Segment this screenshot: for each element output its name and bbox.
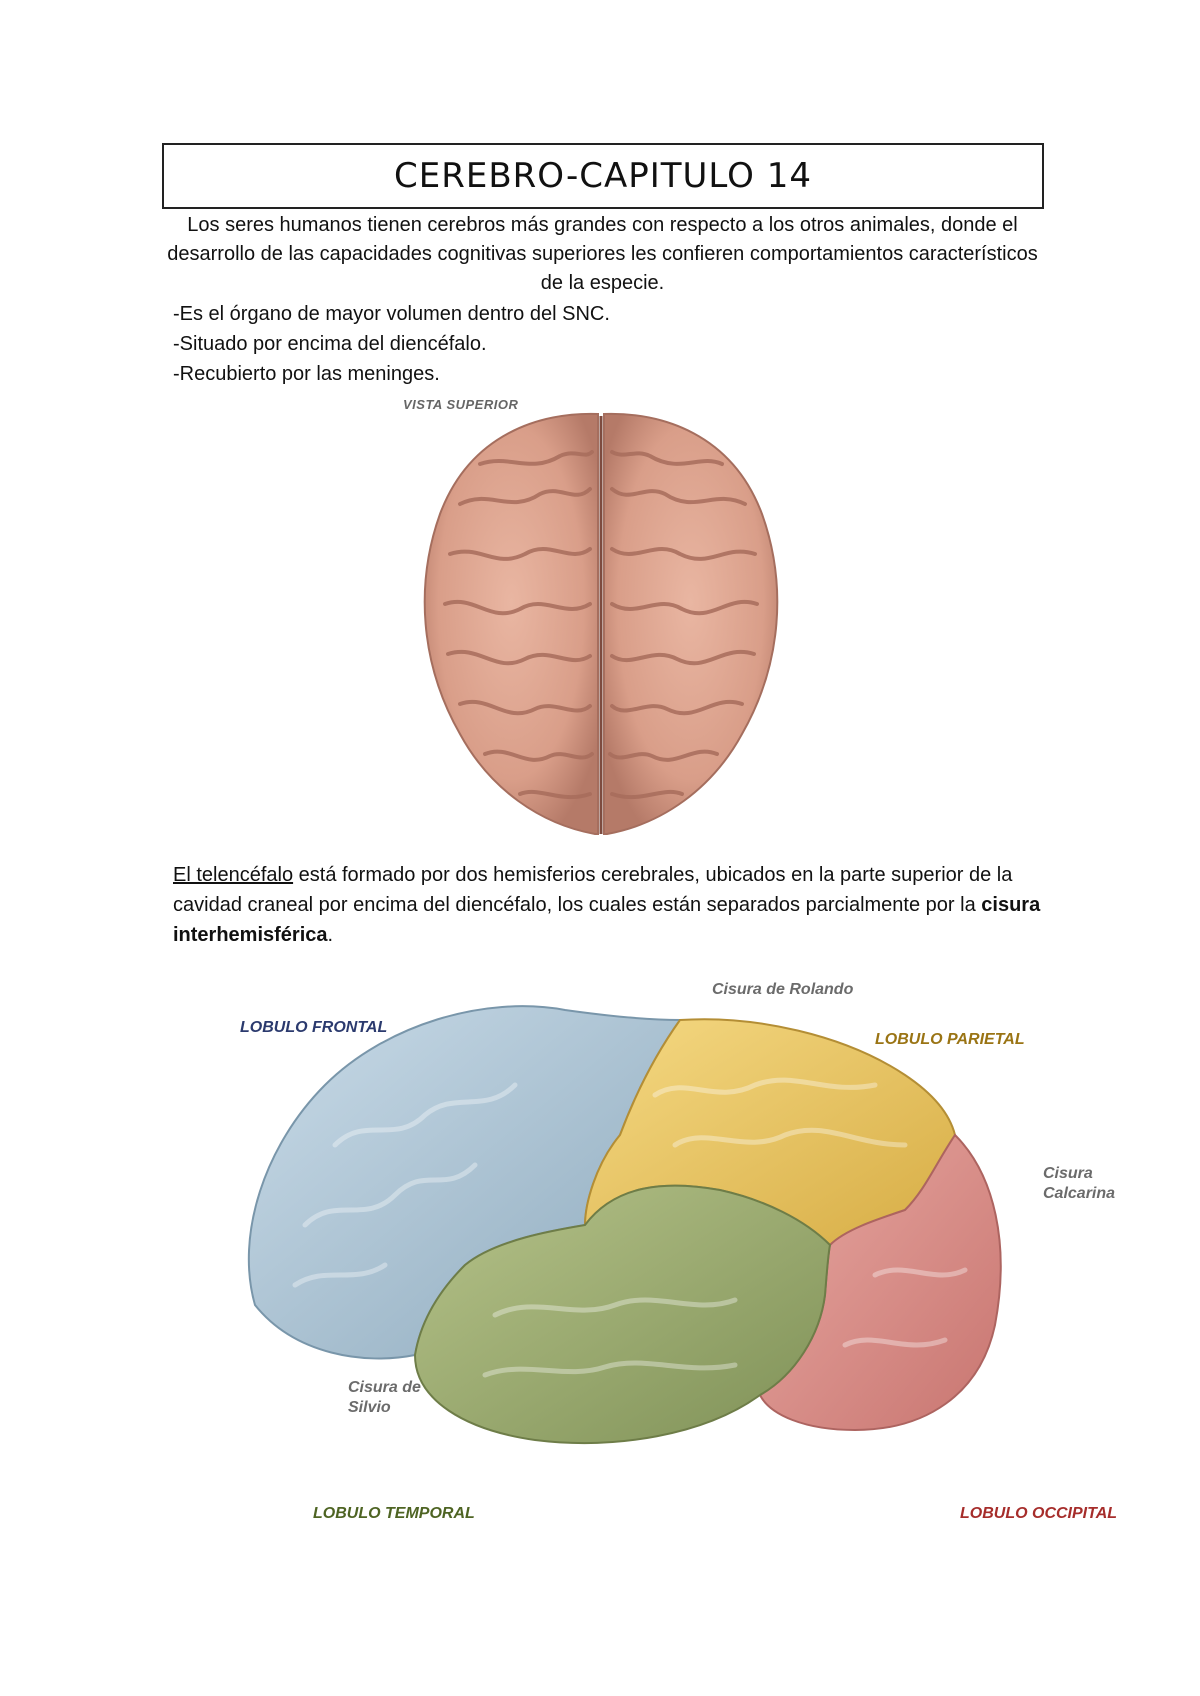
bullet-list: -Es el órgano de mayor volumen dentro de… — [173, 299, 610, 389]
term-cisura: cisura interhemisférica — [173, 894, 1041, 946]
paragraph-text-a: está formado por dos hemisferios cerebra… — [173, 864, 1013, 916]
title-box: CEREBRO-CAPITULO 14 — [162, 143, 1044, 209]
term-telencefalo: El telencéfalo — [173, 864, 294, 886]
label-cisura-silvio-1: Cisura de — [348, 1379, 421, 1396]
label-lobulo-frontal: LOBULO FRONTAL — [240, 1019, 388, 1036]
figure1-label: VISTA SUPERIOR — [403, 397, 519, 412]
bullet-item: -Recubierto por las meninges. — [173, 363, 440, 385]
label-cisura-silvio-2: Silvio — [348, 1399, 391, 1416]
telencephalon-paragraph: El telencéfalo está formado por dos hemi… — [173, 860, 1053, 950]
label-cisura-rolando: Cisura de Rolando — [712, 981, 854, 998]
temporal-lobe — [413, 1184, 832, 1444]
brain-lateral-lobes-image — [247, 1005, 1002, 1444]
brain-superior-view-image — [423, 412, 779, 835]
bullet-item: -Es el órgano de mayor volumen dentro de… — [173, 303, 610, 325]
label-lobulo-occipital: LOBULO OCCIPITAL — [960, 1505, 1118, 1522]
page-title: CEREBRO-CAPITULO 14 — [393, 156, 812, 196]
label-cisura-calcarina-1: Cisura — [1043, 1165, 1093, 1182]
label-cisura-calcarina-2: Calcarina — [1043, 1185, 1116, 1202]
label-lobulo-parietal: LOBULO PARIETAL — [875, 1031, 1025, 1048]
intro-paragraph: Los seres humanos tienen cerebros más gr… — [167, 214, 1038, 294]
label-lobulo-temporal: LOBULO TEMPORAL — [313, 1505, 475, 1522]
paragraph-text-b: . — [327, 924, 334, 946]
bullet-item: -Situado por encima del diencéfalo. — [173, 333, 487, 355]
